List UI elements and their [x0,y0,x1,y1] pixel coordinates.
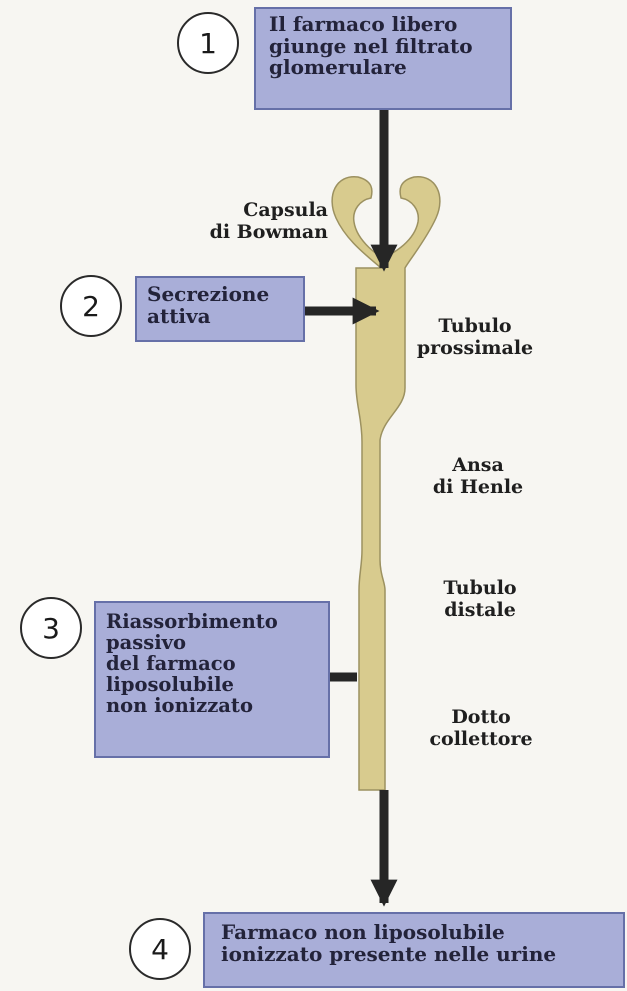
step-1-line-1: Il farmaco libero [269,14,510,36]
step-3-number: 3 [20,597,82,659]
step-3-line-1: Riassorbimento [106,611,328,632]
label-distal-line-2: distale [430,600,530,622]
label-proximal-line-2: prossimale [410,338,540,360]
label-capsule-line-1: Capsula [198,200,328,222]
step-3-line-2: passivo [106,632,328,653]
step-3-line-4: liposolubile [106,674,328,695]
step-2-box: Secrezione attiva [135,276,305,342]
label-collecting-line-1: Dotto [423,707,539,729]
label-capsule-line-2: di Bowman [198,222,328,244]
step-4-line-1: Farmaco non liposolubile [221,922,623,944]
step-4-line-2: ionizzato presente nelle urine [221,944,623,966]
step-2-line-1: Secrezione [147,284,303,306]
step-2-line-2: attiva [147,306,303,328]
step-1-line-3: glomerulare [269,57,510,79]
step-3-line-5: non ionizzato [106,695,328,716]
step-4-box: Farmaco non liposolubile ionizzato prese… [203,912,625,988]
step-2-number: 2 [60,275,122,337]
step-1-number: 1 [177,12,239,74]
label-proximal: Tubulo prossimale [410,316,540,360]
label-henle-line-2: di Henle [423,477,533,499]
step-3-box: Riassorbimento passivo del farmaco lipos… [94,601,330,758]
step-1-line-2: giunge nel filtrato [269,36,510,58]
step-1-box: Il farmaco libero giunge nel filtrato gl… [254,7,512,110]
label-capsule: Capsula di Bowman [198,200,328,244]
step-4-number: 4 [129,918,191,980]
label-henle: Ansa di Henle [423,455,533,499]
label-distal: Tubulo distale [430,578,530,622]
label-proximal-line-1: Tubulo [410,316,540,338]
label-henle-line-1: Ansa [423,455,533,477]
step-3-line-3: del farmaco [106,653,328,674]
label-collecting-line-2: collettore [423,729,539,751]
label-collecting: Dotto collettore [423,707,539,751]
label-distal-line-1: Tubulo [430,578,530,600]
